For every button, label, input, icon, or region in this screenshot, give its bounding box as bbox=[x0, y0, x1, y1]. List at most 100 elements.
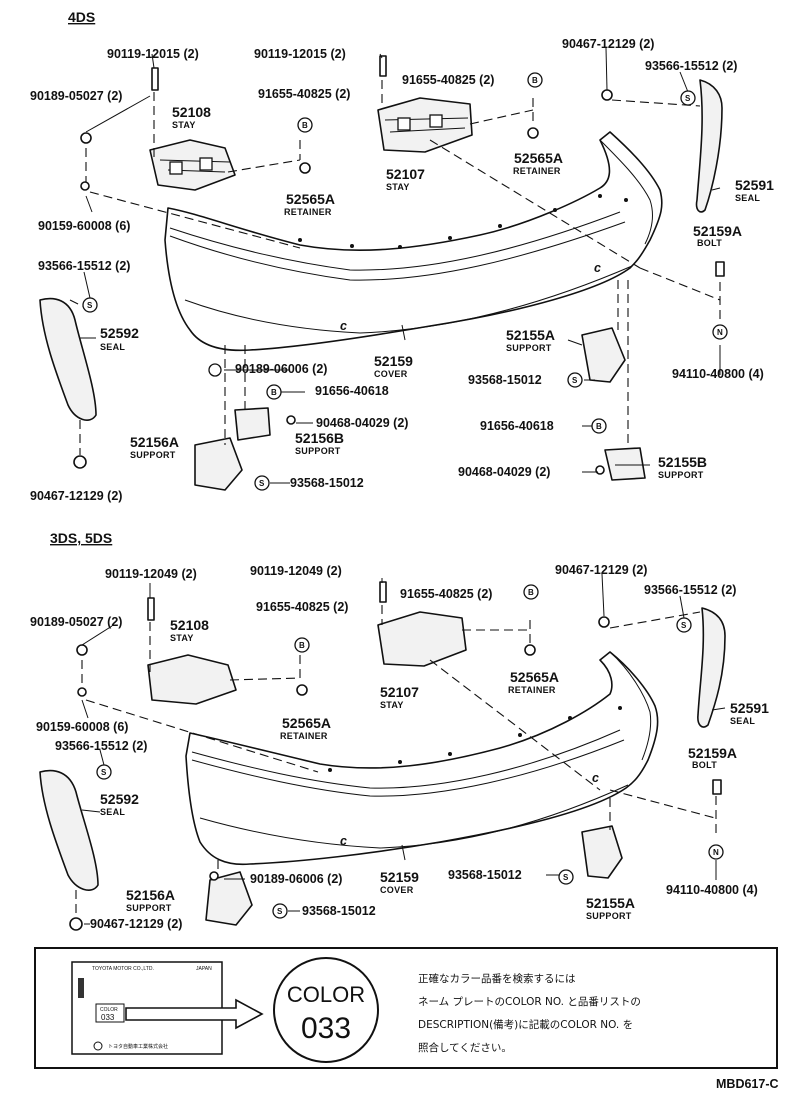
part-name: STAY bbox=[386, 182, 410, 192]
part-label: 90467-12129 (2) bbox=[555, 563, 647, 577]
part-name: SEAL bbox=[100, 807, 125, 817]
part-number: 52592 bbox=[100, 791, 139, 807]
part-label: 90467-12129 (2) bbox=[30, 489, 122, 503]
part-number: 52156A bbox=[126, 887, 175, 903]
svg-text:S: S bbox=[101, 768, 107, 777]
cover-mark: c bbox=[594, 261, 601, 275]
part-label: 90467-12129 (2) bbox=[562, 37, 654, 51]
plate-color-label: COLOR bbox=[100, 1007, 118, 1013]
part-number: 52156B bbox=[295, 430, 344, 446]
symbol-b-icon: B bbox=[591, 418, 607, 434]
seal-right-diagram bbox=[695, 79, 723, 213]
assembly-lines bbox=[75, 605, 717, 918]
svg-text:S: S bbox=[572, 376, 578, 385]
instruction-line: 照合してください。 bbox=[418, 1041, 512, 1054]
part-number: 52159A bbox=[693, 223, 742, 239]
part-number: 52108 bbox=[170, 617, 209, 633]
plate-color-value: 033 bbox=[101, 1013, 115, 1022]
part-label: 90189-05027 (2) bbox=[30, 615, 122, 629]
fasteners bbox=[73, 55, 725, 475]
badge-value: 033 bbox=[301, 1012, 351, 1045]
part-label: 90468-04029 (2) bbox=[458, 465, 550, 479]
section-4ds: 4DS c c bbox=[30, 9, 774, 503]
part-number: 52591 bbox=[735, 177, 774, 193]
section-title: 4DS bbox=[68, 9, 95, 25]
part-name: SUPPORT bbox=[658, 470, 704, 480]
part-label: 93568-15012 bbox=[290, 476, 364, 490]
symbol-s-icon: S bbox=[96, 764, 112, 780]
part-label: 93568-15012 bbox=[468, 373, 542, 387]
symbol-markers: B B S S N B S S B bbox=[82, 72, 728, 491]
symbol-s-icon: S bbox=[680, 90, 696, 106]
symbol-b-icon: B bbox=[297, 117, 313, 133]
legend-instructions: 正確なカラー品番を検索するには ネーム プレートのCOLOR NO. と品番リス… bbox=[418, 972, 641, 1054]
part-number: 52107 bbox=[380, 684, 419, 700]
part-number: 52155B bbox=[658, 454, 707, 470]
seal-left-diagram bbox=[39, 769, 99, 891]
section-3ds-5ds: 3DS, 5DS c c bbox=[30, 530, 769, 931]
color-badge: COLOR 033 bbox=[273, 957, 379, 1063]
stay-right-diagram bbox=[377, 97, 473, 153]
part-name: BOLT bbox=[692, 760, 717, 770]
svg-text:c: c bbox=[592, 771, 599, 785]
symbol-s-icon: S bbox=[82, 297, 98, 313]
part-number: 52159A bbox=[688, 745, 737, 761]
part-number: 52591 bbox=[730, 700, 769, 716]
fasteners bbox=[69, 581, 722, 931]
plate-maker: トヨタ自動車工業株式会社 bbox=[108, 1043, 168, 1050]
part-label: 93566-15512 (2) bbox=[38, 259, 130, 273]
footer-code: MBD617-C bbox=[716, 1077, 779, 1091]
symbol-b-icon: B bbox=[523, 584, 539, 600]
part-label: 90119-12049 (2) bbox=[105, 567, 197, 581]
part-number: 52159 bbox=[380, 869, 419, 885]
part-label: 90189-05027 (2) bbox=[30, 89, 122, 103]
stay-left-diagram bbox=[147, 654, 237, 705]
part-number: 52565A bbox=[510, 669, 559, 685]
cover-crease-2 bbox=[169, 221, 626, 281]
part-name: STAY bbox=[172, 120, 196, 130]
cover-lower-edge bbox=[184, 265, 633, 334]
svg-text:S: S bbox=[259, 479, 265, 488]
support-52156a-diagram bbox=[194, 437, 243, 491]
svg-text:S: S bbox=[87, 301, 93, 310]
instruction-line: DESCRIPTION(備考)に記載のCOLOR NO. を bbox=[418, 1018, 633, 1031]
svg-text:N: N bbox=[713, 848, 719, 857]
part-label: 91655-40825 (2) bbox=[256, 600, 348, 614]
part-number: 52155A bbox=[506, 327, 555, 343]
part-label: 94110-40800 (4) bbox=[666, 883, 758, 897]
part-number: 52107 bbox=[386, 166, 425, 182]
part-name: STAY bbox=[380, 700, 404, 710]
part-label: 93566-15512 (2) bbox=[55, 739, 147, 753]
part-number: 52159 bbox=[374, 353, 413, 369]
svg-text:B: B bbox=[528, 588, 534, 597]
seal-right-diagram bbox=[697, 607, 726, 728]
part-label: 90159-60008 (6) bbox=[36, 720, 128, 734]
part-name: COVER bbox=[380, 885, 414, 895]
instruction-line: ネーム プレートのCOLOR NO. と品番リストの bbox=[418, 996, 641, 1008]
part-name: RETAINER bbox=[513, 166, 561, 176]
part-label: 90119-12015 (2) bbox=[254, 47, 346, 61]
support-52155b-diagram bbox=[604, 447, 646, 481]
support-52155a-diagram bbox=[581, 327, 626, 383]
name-plate-diagram: TOYOTA MOTOR CO.,LTD. JAPAN COLOR 033 トヨ… bbox=[71, 961, 264, 1055]
part-label: 93566-15512 (2) bbox=[644, 583, 736, 597]
part-name: SEAL bbox=[100, 342, 125, 352]
part-label: 90189-06006 (2) bbox=[250, 872, 342, 886]
part-labels: 90119-12015 (2) 90119-12015 (2) 90189-05… bbox=[30, 37, 774, 503]
svg-text:B: B bbox=[271, 388, 277, 397]
symbol-s-icon: S bbox=[558, 869, 574, 885]
svg-text:N: N bbox=[717, 328, 723, 337]
part-label: 90467-12129 (2) bbox=[90, 917, 182, 931]
part-label: 90119-12015 (2) bbox=[107, 47, 199, 61]
part-number: 52565A bbox=[282, 715, 331, 731]
svg-text:S: S bbox=[681, 621, 687, 630]
symbol-markers: B B S S N S S bbox=[96, 584, 724, 919]
cover-mark: c bbox=[340, 319, 347, 333]
part-name: SUPPORT bbox=[506, 343, 552, 353]
bumper-cover-diagram: c c bbox=[164, 131, 663, 352]
part-label: 90189-06006 (2) bbox=[235, 362, 327, 376]
part-number: 52565A bbox=[286, 191, 335, 207]
part-label: 94110-40800 (4) bbox=[672, 367, 764, 381]
cover-crease bbox=[169, 211, 621, 271]
